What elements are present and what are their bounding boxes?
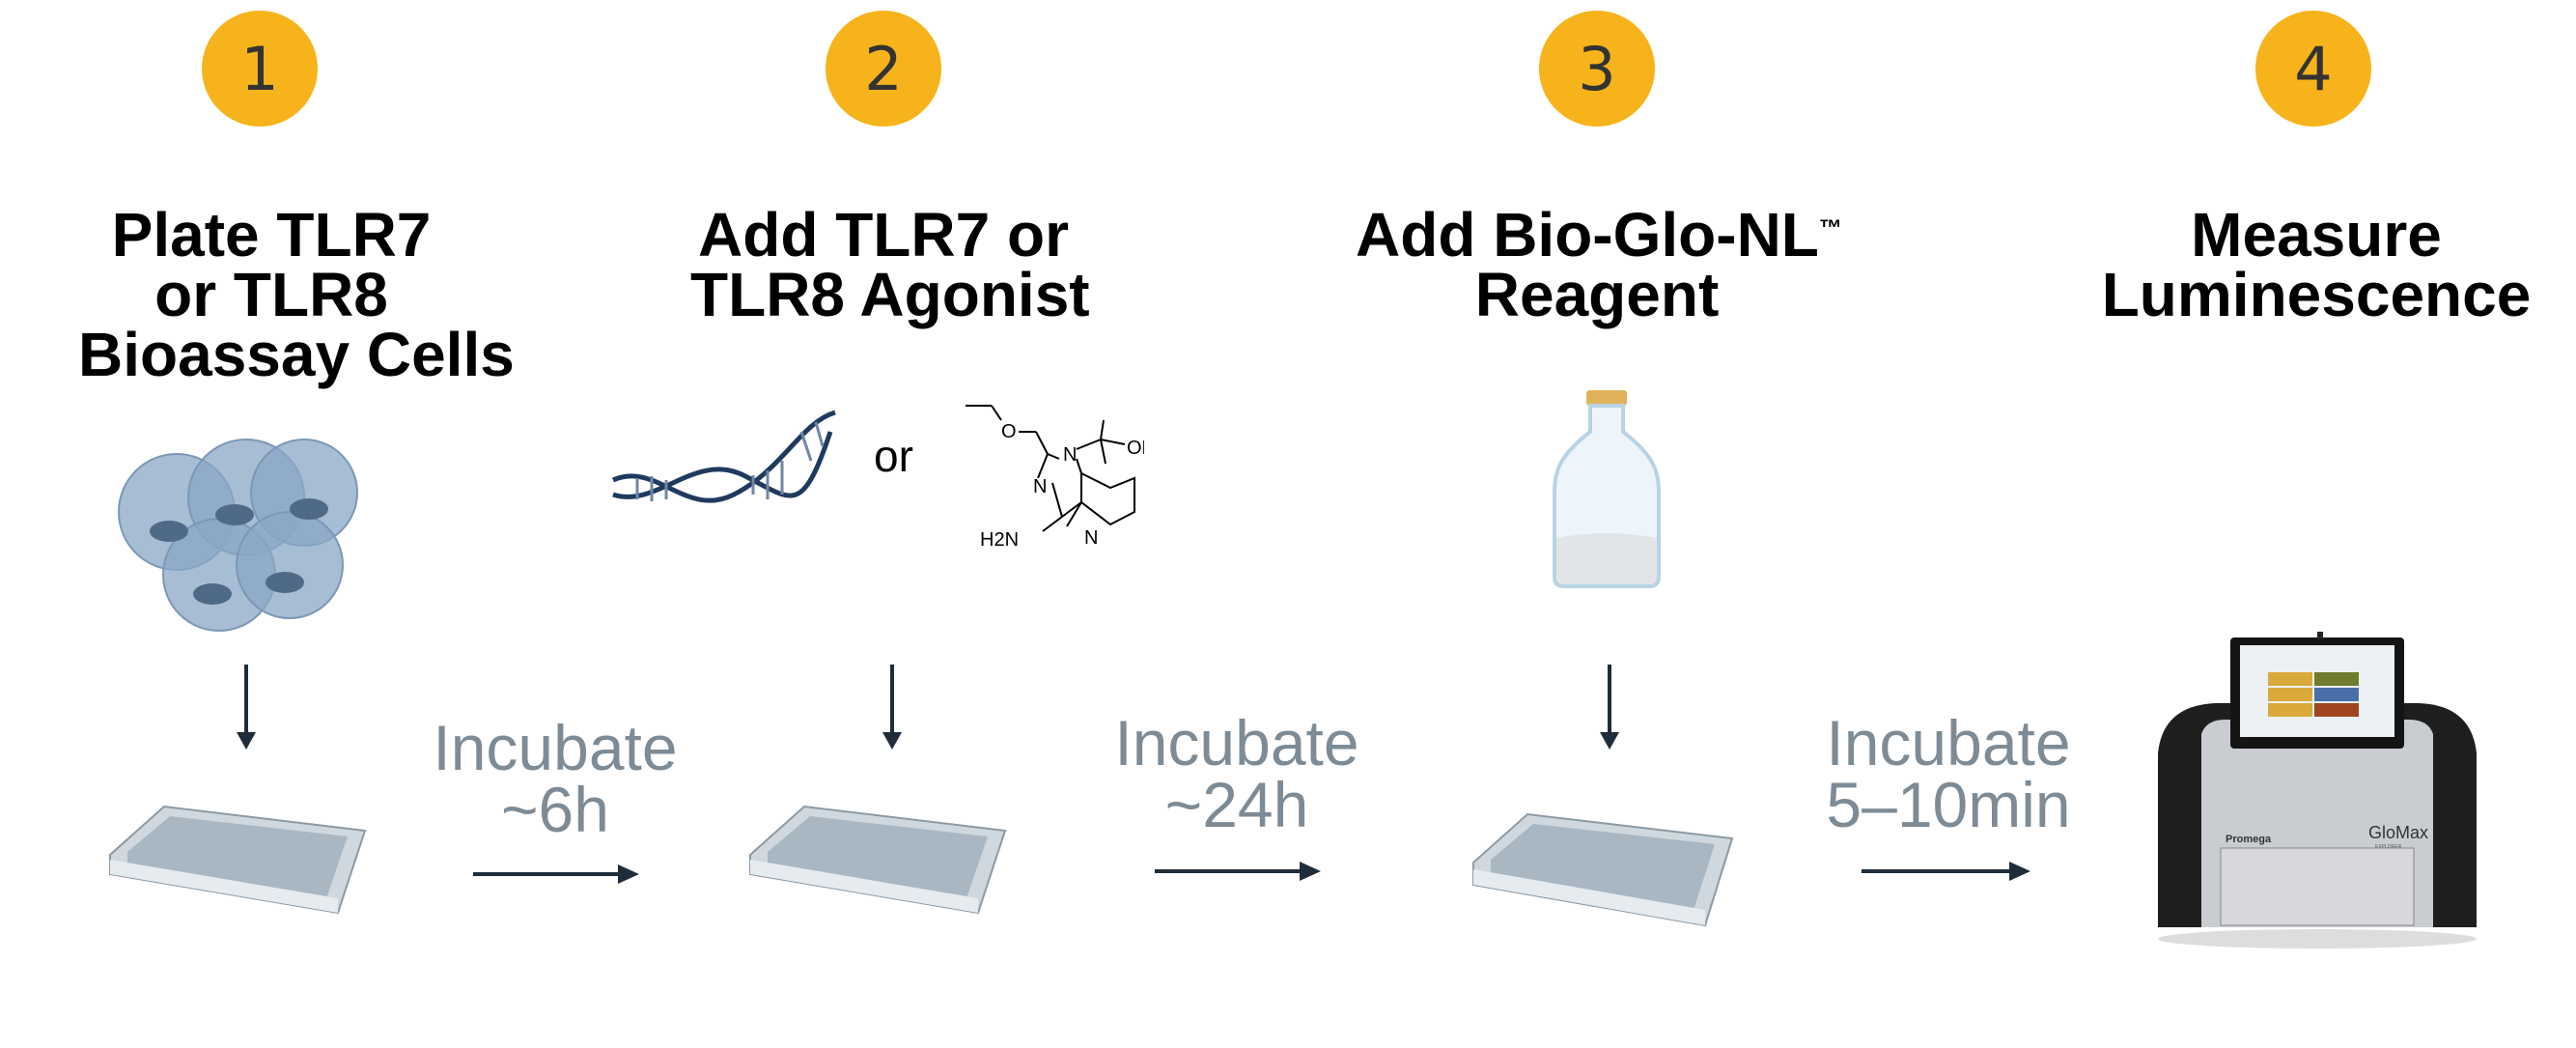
well-plate-icon-1 xyxy=(109,805,367,915)
well-plate-icon-3 xyxy=(1472,812,1734,927)
dna-icon xyxy=(611,410,836,503)
reagent-bottle-icon xyxy=(1553,390,1661,588)
step-4-badge: 4 xyxy=(2255,11,2371,127)
right-arrow-2 xyxy=(1155,862,1321,881)
step-3-badge: 3 xyxy=(1539,11,1655,127)
right-arrow-1 xyxy=(473,864,639,884)
svg-text:H2N: H2N xyxy=(980,529,1019,551)
glomax-instrument-icon: Promega GloMax EXPLORER xyxy=(2158,632,2477,949)
svg-text:N: N xyxy=(1033,476,1047,497)
down-arrow-3 xyxy=(1600,665,1619,750)
well-plate-icon-2 xyxy=(749,805,1007,915)
incubate-label-1: Incubate~6h xyxy=(433,712,678,845)
svg-text:N: N xyxy=(1063,444,1077,466)
svg-text:EXPLORER: EXPLORER xyxy=(2375,844,2402,850)
cells-icon xyxy=(118,439,358,632)
svg-text:Promega: Promega xyxy=(2226,834,2272,845)
down-arrow-2 xyxy=(882,665,902,750)
agonist-structure-icon: O N N N OH H2N xyxy=(966,405,1144,551)
svg-text:OH: OH xyxy=(1127,438,1144,459)
svg-text:N: N xyxy=(1084,527,1098,549)
step-2-badge: 2 xyxy=(826,11,941,127)
svg-text:O: O xyxy=(1001,421,1017,442)
step-1-badge: 1 xyxy=(202,11,318,127)
right-arrow-3 xyxy=(1862,862,2030,881)
down-arrow-1 xyxy=(237,665,256,750)
svg-text:GloMax: GloMax xyxy=(2368,823,2428,842)
incubate-label-2: Incubate~24h xyxy=(1114,707,1359,840)
or-label: or xyxy=(874,431,913,481)
